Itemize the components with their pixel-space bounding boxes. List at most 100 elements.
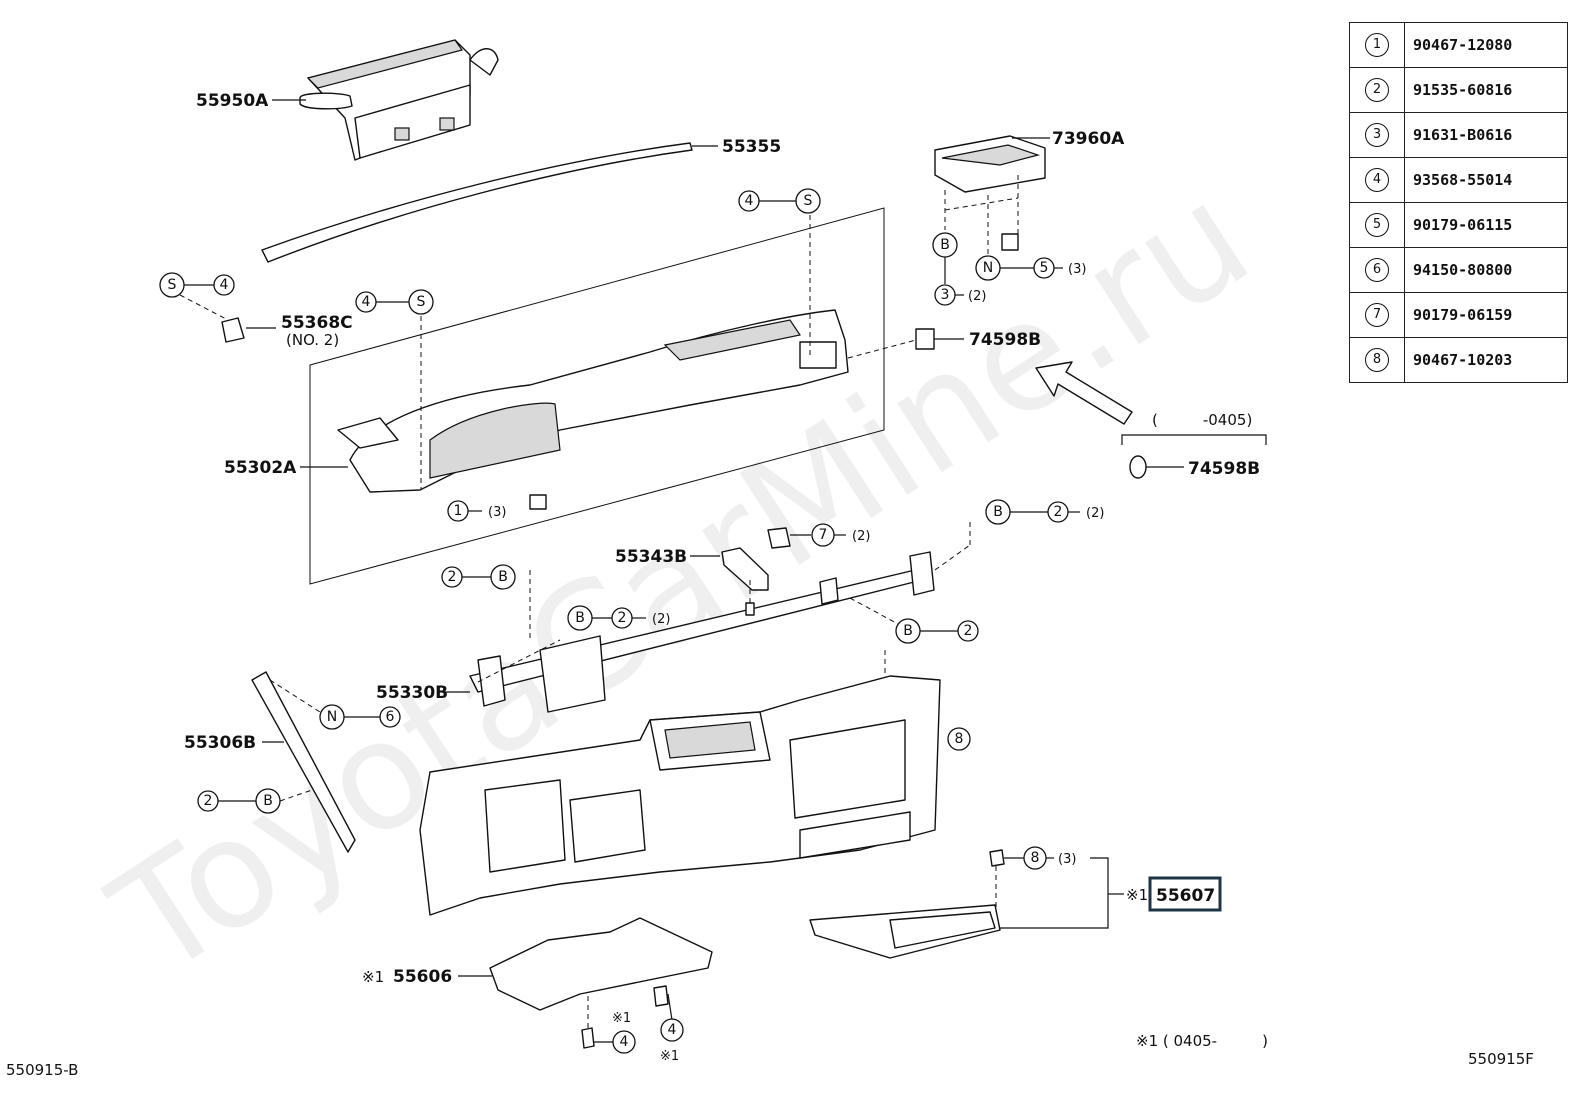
svg-text:(3): (3): [1058, 852, 1076, 867]
legend-row: 6 94150-80800: [1349, 247, 1568, 293]
part-label-74598B-top: 74598B: [969, 330, 1041, 350]
svg-text:B: B: [263, 793, 273, 809]
svg-text:S: S: [417, 294, 426, 310]
svg-text:8: 8: [1031, 850, 1040, 866]
legend-part-no: 91631-B0616: [1404, 112, 1568, 158]
legend-part-no: 90467-12080: [1404, 22, 1568, 68]
svg-text:N: N: [327, 709, 337, 725]
svg-text:3: 3: [941, 287, 950, 303]
legend-row: 2 91535-60816: [1349, 67, 1568, 113]
svg-text:(3): (3): [488, 505, 506, 520]
callout-4-s-top: 4 S: [738, 188, 821, 214]
defroster-nozzle-drawing: [299, 39, 499, 161]
callout-b-3-vent: B 3 (2): [932, 232, 986, 306]
legend-row: 1 90467-12080: [1349, 22, 1568, 68]
legend-row: 8 90467-10203: [1349, 337, 1568, 383]
callout-s-4-left: S 4: [159, 272, 245, 343]
under-cover-drawing: [489, 917, 713, 1011]
legend-row: 4 93568-55014: [1349, 157, 1568, 203]
center-vent-drawing: [934, 135, 1046, 258]
svg-text:B: B: [498, 569, 508, 585]
callout-2-b-upper-left: 2 B: [441, 564, 531, 640]
legend-row: 3 91631-B0616: [1349, 112, 1568, 158]
side-brace-drawing: [251, 671, 356, 853]
note-ref-55606: ※1: [362, 968, 384, 986]
legend-part-no: 90179-06159: [1404, 292, 1568, 338]
svg-text:6: 6: [386, 709, 395, 725]
callout-2-b-lower-left: 2 B: [197, 788, 313, 814]
svg-text:N: N: [983, 260, 993, 276]
svg-text:4: 4: [745, 193, 754, 209]
callout-7-nut: 7 (2): [767, 523, 870, 549]
glove-box-tray-drawing: [809, 849, 1005, 959]
highlight-box-55607: [1148, 876, 1222, 912]
bracket-55343B-drawing: [721, 547, 769, 591]
direction-arrow: [1035, 361, 1133, 425]
reinforcement-drawing: [469, 551, 935, 713]
svg-text:(2): (2): [968, 289, 986, 304]
part-label-55607[interactable]: 55607: [1156, 886, 1215, 906]
illustration-code-left: 550915-B: [6, 1061, 78, 1079]
part-label-55302A: 55302A: [224, 458, 297, 478]
legend-num: 6: [1365, 258, 1389, 282]
callout-8-qty3: 8 (3): [1004, 846, 1076, 870]
svg-text:(3): (3): [1068, 262, 1086, 277]
svg-text:B: B: [993, 504, 1003, 520]
svg-text:2: 2: [1054, 504, 1063, 520]
legend-num: 5: [1365, 213, 1389, 237]
svg-text:2: 2: [964, 623, 973, 639]
cap-74598B-bottom-drawing: [1129, 455, 1147, 479]
legend-num: 2: [1365, 78, 1389, 102]
illustration-code-right: 550915F: [1468, 1050, 1534, 1068]
part-label-55330B: 55330B: [376, 683, 448, 703]
cover-74598B-top-drawing: [915, 328, 935, 350]
legend-part-no: 94150-80800: [1404, 247, 1568, 293]
svg-text:4: 4: [668, 1022, 677, 1038]
note1-date-range: ※1 ( 0405- ): [1136, 1032, 1268, 1050]
callout-4-screw-left: 4 ※1: [581, 996, 636, 1054]
svg-text:5: 5: [1040, 260, 1049, 276]
svg-text:1: 1: [454, 503, 463, 519]
svg-text:B: B: [903, 623, 913, 639]
svg-text:(2): (2): [652, 612, 670, 627]
part-label-55950A: 55950A: [196, 91, 269, 111]
callout-b-2-middle: B 2 (2): [567, 605, 670, 631]
legend-row: 5 90179-06115: [1349, 202, 1568, 248]
callout-b-2-right: B 2 (2): [934, 499, 1104, 571]
svg-text:(2): (2): [1086, 506, 1104, 521]
svg-text:※1: ※1: [612, 1011, 631, 1026]
svg-text:B: B: [940, 237, 950, 253]
svg-text:S: S: [168, 277, 177, 293]
part-label-73960A: 73960A: [1052, 129, 1125, 149]
callout-4-s-mid: 4 S: [355, 289, 434, 315]
legend-num: 7: [1365, 303, 1389, 327]
callout-b-2-lower-right: B 2: [849, 597, 979, 644]
callout-8-panel: 8: [947, 727, 971, 751]
legend-part-no: 90467-10203: [1404, 337, 1568, 383]
instrument-panel-drawing: [337, 309, 849, 493]
svg-text:B: B: [575, 610, 585, 626]
svg-text:2: 2: [204, 793, 213, 809]
svg-text:4: 4: [220, 277, 229, 293]
part-label-55355: 55355: [722, 137, 781, 157]
svg-text:(2): (2): [852, 529, 870, 544]
svg-text:2: 2: [618, 610, 627, 626]
part-label-55306B: 55306B: [184, 733, 256, 753]
svg-text:※1: ※1: [660, 1049, 679, 1064]
svg-text:2: 2: [448, 569, 457, 585]
part-label-74598B-bottom: 74598B: [1188, 459, 1260, 479]
legend-num: 4: [1365, 168, 1389, 192]
part-number-legend: 1 90467-12080 2 91535-60816 3 91631-B061…: [1349, 22, 1568, 383]
svg-text:S: S: [804, 193, 813, 209]
weatherstrip-drawing: [261, 142, 693, 263]
callout-1-clip: 1 (3): [447, 494, 547, 522]
legend-part-no: 90179-06115: [1404, 202, 1568, 248]
part-label-55368C-sub: (NO. 2): [286, 331, 339, 349]
lower-instrument-panel-drawing: [419, 675, 941, 916]
callout-n-6: N 6: [269, 679, 401, 730]
legend-num: 3: [1365, 123, 1389, 147]
svg-text:8: 8: [955, 731, 964, 747]
svg-text:7: 7: [819, 527, 828, 543]
part-label-55343B: 55343B: [615, 547, 687, 567]
